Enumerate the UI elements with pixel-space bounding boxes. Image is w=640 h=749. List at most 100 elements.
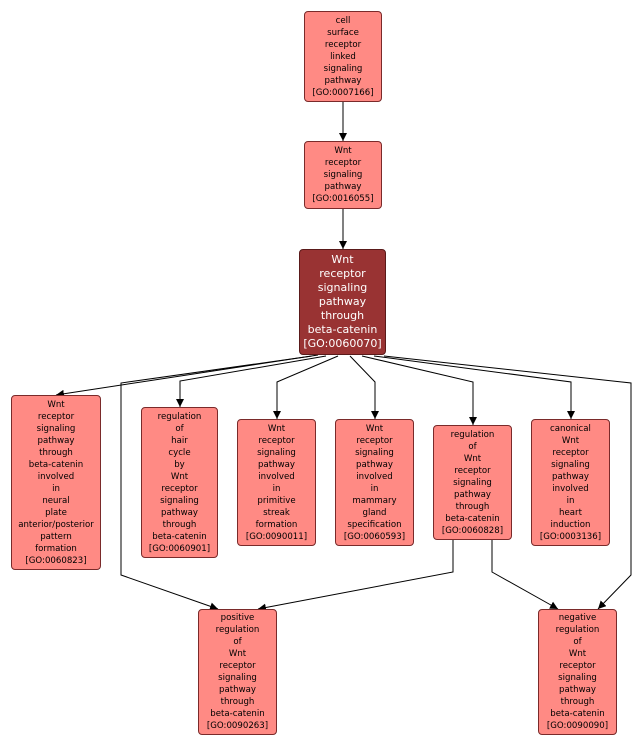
node-label-line: [GO:0003136] (539, 531, 602, 542)
edge-e-h (491, 540, 559, 610)
node-label-line: pathway (324, 182, 362, 192)
node-label-line: surface (327, 27, 359, 38)
node-label-line: [GO:0090090] (546, 721, 609, 731)
node-label-line: pathway (219, 685, 256, 695)
node-label-line: through (39, 447, 73, 458)
node-label-line: of (233, 637, 242, 647)
node-label-line: Wnt (228, 649, 247, 659)
node-label-line: gland (362, 507, 387, 518)
node-label-line: Wnt (568, 649, 587, 659)
node-label-line: beta-catenin (152, 531, 207, 542)
node-label-line: signaling (558, 673, 597, 683)
node-label-line: receptor (319, 267, 366, 280)
node-label-line: pathway (552, 471, 589, 482)
node-label-line: receptor (161, 483, 198, 494)
node-label-line: regulation (450, 429, 495, 440)
node-label-line: signaling (257, 447, 296, 458)
node-label-line: positive (220, 613, 255, 623)
node-label-line: pathway (258, 459, 295, 470)
node-label-line: negative (558, 613, 597, 623)
node-label-line: signaling (317, 281, 368, 294)
node-label-line: through (455, 501, 490, 512)
node-label-line: neural (42, 495, 70, 506)
node-label-line: signaling (218, 673, 257, 683)
node-label-line: involved (258, 471, 295, 482)
node-label-line: of (573, 637, 582, 647)
node-label-line: plate (45, 507, 67, 518)
node-label-line: signaling (323, 63, 363, 74)
node-label-line: beta-catenin (550, 709, 605, 719)
node-label-line: receptor (356, 435, 393, 446)
edge-n3-f (373, 355, 575, 419)
node-label-line: receptor (324, 158, 362, 168)
node-label-line: regulation (555, 625, 600, 635)
node-label-line: [GO:0060901] (148, 543, 211, 554)
node-label-line: [GO:0090263] (206, 721, 269, 731)
node-label-line: signaling (453, 477, 492, 488)
node-label-line: by (174, 459, 185, 470)
node-label-line: in (370, 483, 379, 494)
node-label-line: through (220, 697, 255, 707)
node-label-line: receptor (324, 39, 362, 50)
node-label-line: pattern (40, 531, 72, 542)
node-label-line: regulation (157, 411, 202, 422)
node-label-line: beta-catenin (307, 323, 378, 336)
edge-n3-e (361, 355, 477, 425)
node-label-line: [GO:0007166] (312, 87, 374, 98)
node-label-line: involved (356, 471, 393, 482)
edge-n3-g (120, 355, 313, 611)
edge-n3-b (176, 355, 327, 407)
node-label-line: pathway (161, 507, 198, 518)
node-label-line: pathway (559, 685, 596, 695)
node-label-line: specification (347, 519, 402, 530)
node-label-line: Wnt (267, 423, 286, 434)
node-label-line: signaling (36, 423, 76, 434)
node-label-line: [GO:0090011] (245, 531, 308, 542)
node-label-line: receptor (552, 447, 589, 458)
node-label-line: beta-catenin (210, 709, 265, 719)
node-label-line: regulation (215, 625, 260, 635)
node-label-line: in (272, 483, 281, 494)
edge-e-g (257, 540, 454, 612)
node-label-line: hair (171, 435, 188, 446)
node-label-line: anterior/posterior (18, 519, 94, 530)
node-label-line: signaling (551, 459, 590, 470)
node-label-line: cycle (168, 447, 191, 458)
node-label-line: pathway (37, 435, 75, 446)
node-label-line: pathway (454, 489, 491, 500)
node-label-line: formation (35, 543, 77, 554)
node-label-line: streak (263, 507, 290, 518)
node-label-line: formation (255, 519, 298, 530)
node-label-line: Wnt (365, 423, 384, 434)
node-label-line: receptor (559, 661, 596, 671)
node-label-line: involved (552, 483, 589, 494)
node-label-line: Wnt (334, 146, 352, 156)
node-label-line: in (52, 483, 60, 494)
node-label-line: Wnt (170, 471, 189, 482)
node-label-line: cell (335, 15, 351, 26)
node-label-line: through (320, 309, 365, 322)
node-label-line: Wnt (561, 435, 580, 446)
node-label-line: primitive (257, 495, 296, 506)
node-label-line: receptor (454, 465, 491, 476)
node-label-line: signaling (355, 447, 394, 458)
node-label-line: [GO:0016055] (312, 194, 374, 204)
node-label-line: heart (559, 507, 582, 518)
node-label-line: of (468, 441, 477, 452)
edge-n3-d (349, 355, 379, 419)
node-label-line: receptor (37, 411, 75, 422)
node-label-line: of (175, 423, 184, 434)
node-label-line: in (566, 495, 575, 506)
